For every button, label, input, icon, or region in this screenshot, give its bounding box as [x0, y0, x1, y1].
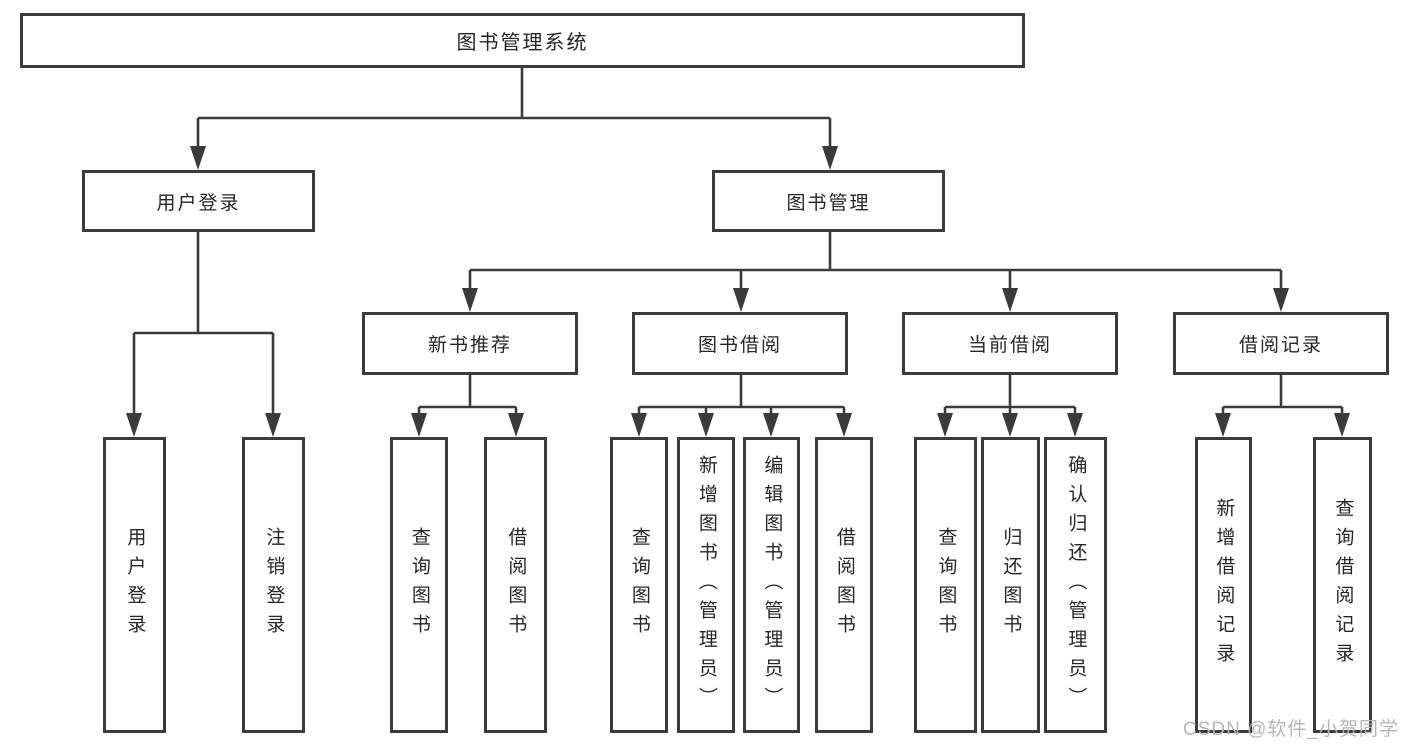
arrow-icon: [937, 413, 953, 437]
leaf-current-confirm-return-admin: 确认归还（管理员）: [1044, 437, 1107, 733]
arrow-icon: [508, 413, 524, 437]
arrow-icon: [190, 146, 206, 170]
leaf-borrow-edit-books-admin: 编辑图书（管理员）: [743, 437, 800, 733]
leaf-current-return-books: 归还图书: [981, 437, 1040, 733]
leaf-newbook-query-books-label: 查询图书: [408, 527, 430, 643]
leaf-user-login-label: 用户登录: [124, 527, 146, 643]
arrow-icon: [1215, 413, 1231, 437]
node-user-login: 用户登录: [82, 170, 315, 232]
arrow-icon: [733, 288, 749, 312]
arrow-icon: [836, 413, 852, 437]
arrow-icon: [1002, 413, 1018, 437]
arrow-icon: [1067, 413, 1083, 437]
leaf-borrow-add-books-admin-label: 新增图书（管理员）: [695, 454, 717, 716]
arrow-icon: [265, 413, 281, 437]
connector-current-borrow-to-leaves: [943, 375, 1077, 419]
arrow-icon: [462, 288, 478, 312]
arrow-icon: [631, 413, 647, 437]
leaf-user-login: 用户登录: [103, 437, 166, 733]
node-root: 图书管理系统: [20, 13, 1025, 68]
connector-lines: [132, 68, 1344, 419]
node-new-book-recommend: 新书推荐: [362, 312, 578, 375]
node-current-borrowing: 当前借阅: [902, 312, 1118, 375]
arrowheads: [126, 146, 1350, 437]
leaf-borrow-add-books-admin: 新增图书（管理员）: [677, 437, 735, 733]
connector-book-mgmt-to-level3: [468, 232, 1283, 294]
leaf-records-query-borrow-record-label: 查询借阅记录: [1332, 498, 1354, 672]
connector-root-to-level2: [196, 68, 832, 152]
arrow-icon: [1334, 413, 1350, 437]
connector-book-borrow-to-leaves: [637, 375, 846, 419]
leaf-borrow-borrow-books-label: 借阅图书: [833, 527, 855, 643]
leaf-logout-login: 注销登录: [242, 437, 305, 733]
leaf-current-return-books-label: 归还图书: [1000, 527, 1022, 643]
arrow-icon: [1273, 288, 1289, 312]
leaf-newbook-borrow-books-label: 借阅图书: [505, 527, 527, 643]
leaf-logout-login-label: 注销登录: [263, 527, 285, 643]
leaf-records-add-borrow-record: 新增借阅记录: [1195, 437, 1252, 733]
leaf-borrow-query-books-label: 查询图书: [628, 527, 650, 643]
leaf-current-query-books: 查询图书: [914, 437, 977, 733]
arrow-icon: [763, 413, 779, 437]
watermark: CSDN @软件_小贺同学: [1183, 719, 1399, 740]
connector-user-login-to-leaves: [132, 232, 275, 419]
arrow-icon: [1002, 288, 1018, 312]
node-borrowing-records: 借阅记录: [1173, 312, 1389, 375]
leaf-borrow-edit-books-admin-label: 编辑图书（管理员）: [761, 454, 783, 716]
leaf-borrow-borrow-books: 借阅图书: [815, 437, 873, 733]
node-book-borrowing: 图书借阅: [632, 312, 848, 375]
arrow-icon: [698, 413, 714, 437]
node-book-management: 图书管理: [712, 170, 945, 232]
connector-records-to-leaves: [1221, 375, 1344, 419]
leaf-current-query-books-label: 查询图书: [935, 527, 957, 643]
leaf-newbook-borrow-books: 借阅图书: [484, 437, 547, 733]
leaf-records-query-borrow-record: 查询借阅记录: [1313, 437, 1372, 733]
arrow-icon: [822, 146, 838, 170]
leaf-newbook-query-books: 查询图书: [390, 437, 448, 733]
leaf-borrow-query-books: 查询图书: [610, 437, 668, 733]
arrow-icon: [411, 413, 427, 437]
leaf-current-confirm-return-admin-label: 确认归还（管理员）: [1065, 454, 1087, 716]
connector-new-book-to-leaves: [417, 375, 518, 419]
arrow-icon: [126, 413, 142, 437]
leaf-records-add-borrow-record-label: 新增借阅记录: [1213, 498, 1235, 672]
